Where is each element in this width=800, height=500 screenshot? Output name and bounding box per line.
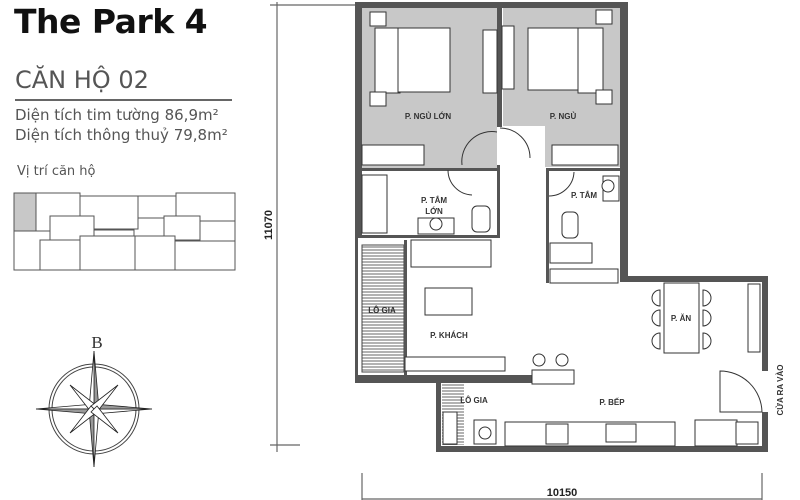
label-dining: P. ĂN bbox=[671, 314, 692, 323]
label-master-bedroom: P. NGỦ LỚN bbox=[405, 112, 451, 121]
area-wall-center: Diện tích tim tường 86,9m² bbox=[15, 106, 219, 124]
location-label: Vị trí căn hộ bbox=[17, 164, 96, 179]
label-master-bath-1: P. TẮM bbox=[421, 196, 447, 205]
label-loggia-2: LÔ GIA bbox=[460, 396, 488, 405]
label-living: P. KHÁCH bbox=[430, 331, 468, 340]
dimension-width: 10150 bbox=[547, 487, 578, 499]
compass-north-label: B bbox=[91, 333, 102, 352]
label-master-bath-2: LỚN bbox=[425, 207, 443, 216]
key-plan bbox=[13, 192, 236, 271]
furniture bbox=[361, 9, 763, 447]
project-title: The Park 4 bbox=[14, 2, 208, 41]
walls bbox=[355, 2, 768, 452]
apartment-title: CĂN HỘ 02 bbox=[15, 66, 149, 94]
dimension-height: 11070 bbox=[263, 210, 275, 240]
title-divider bbox=[15, 99, 232, 101]
label-bedroom: P. NGỦ bbox=[550, 112, 577, 121]
label-bath: P. TẮM bbox=[571, 191, 597, 200]
label-kitchen: P. BẾP bbox=[599, 397, 625, 407]
label-loggia-1: LÔ GIA bbox=[368, 306, 396, 315]
dimension-lines bbox=[270, 2, 763, 500]
label-entrance: CỬA RA VÀO bbox=[776, 365, 785, 416]
compass-icon bbox=[35, 350, 153, 468]
area-clear: Diện tích thông thuỷ 79,8m² bbox=[15, 126, 228, 144]
